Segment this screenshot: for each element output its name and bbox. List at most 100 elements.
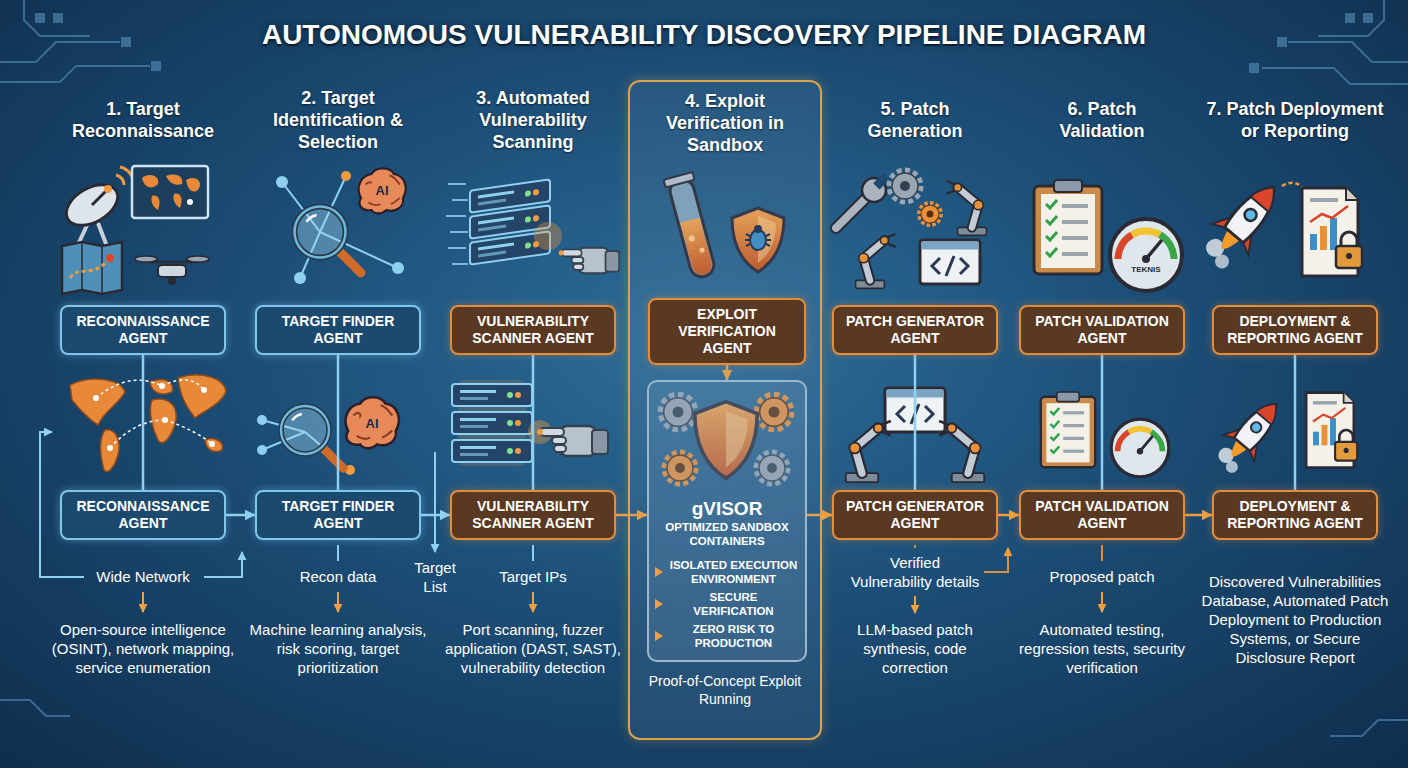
illustration-part [0, 66, 150, 82]
illustration-part [846, 421, 891, 482]
recon-icons [59, 166, 209, 294]
illustration-part [204, 552, 242, 577]
illustration-part [122, 38, 130, 46]
illustration-part [107, 445, 113, 451]
illustration-part [142, 174, 200, 210]
agent-label: RECONNAISSANCE AGENT [68, 498, 218, 532]
world-map [70, 375, 226, 472]
flow-connector [1185, 514, 1212, 517]
feature-text: ISOLATED EXECUTION ENVIRONMENT [668, 558, 799, 586]
illustration-part [178, 375, 226, 418]
illustration-part [914, 596, 916, 613]
bullet-arrow [655, 599, 663, 609]
illustration-part [295, 207, 361, 273]
illustration-part [984, 548, 1008, 572]
illustration-part [1330, 720, 1408, 736]
illustration-part [452, 384, 532, 406]
illustration-part [59, 167, 134, 249]
illustration-part [1110, 219, 1182, 291]
agent-box: RECONNAISSANCE AGENT [60, 490, 226, 540]
agent-label: PATCH VALIDATION AGENT [1027, 313, 1177, 347]
agent-label: RECONNAISSANCE AGENT [68, 313, 218, 347]
illustration-part [1101, 592, 1103, 612]
illustration-part [93, 395, 99, 401]
illustration-part [201, 387, 207, 393]
sandbox-name: gVISOR [692, 497, 763, 520]
illustration-part [294, 272, 306, 284]
flow-note: Recon data [283, 567, 393, 586]
step-heading: 7. Patch Deployment or Reporting [1200, 98, 1390, 142]
illustration-part [856, 234, 896, 288]
illustration-part [341, 171, 351, 181]
illustration-part [1364, 14, 1372, 22]
illustration-part [890, 171, 920, 201]
illustration-part [559, 248, 619, 273]
illustration-part [281, 406, 343, 468]
illustration-part [209, 441, 215, 447]
agent-box: DEPLOYMENT & REPORTING AGENT [1212, 490, 1378, 540]
agent-label: EXPLOIT VERIFICATION AGENT [656, 306, 798, 357]
illustration-part [257, 415, 267, 425]
icon-badge: AI [360, 416, 384, 432]
illustration-part [532, 545, 534, 561]
agent-label: VULNERABILITY SCANNER AGENT [458, 313, 608, 347]
highlight-column: 4. Exploit Verification in SandboxProof-… [628, 80, 822, 740]
step-heading: 1. Target Reconnaissance [48, 98, 238, 142]
illustration-part [282, 176, 398, 278]
feature-text: SECURE VERIFICATION [668, 590, 799, 618]
illustration-part [135, 256, 209, 285]
leader-lines [40, 432, 1102, 613]
illustration-part [434, 452, 436, 552]
bullet-arrow [655, 631, 663, 641]
illustration-part [537, 426, 608, 456]
flow-note: Verified Vulnerability details [850, 553, 980, 591]
column-heading: 4. Exploit Verification in Sandbox [636, 90, 814, 156]
illustration-part [0, 42, 120, 62]
illustration-part [836, 173, 889, 228]
illustration-part [162, 417, 168, 423]
illustration-part [152, 62, 160, 70]
illustration-part [1288, 42, 1408, 62]
diagram-title: AUTONOMOUS VULNERABILITY DISCOVERY PIPEL… [0, 18, 1408, 52]
agent-label: DEPLOYMENT & REPORTING AGENT [1220, 313, 1370, 347]
illustration-part [187, 199, 193, 205]
illustration-part [1193, 172, 1292, 277]
illustration-part [150, 399, 176, 443]
feature-row: ISOLATED EXECUTION ENVIRONMENT [655, 558, 799, 586]
illustration-part [946, 181, 986, 235]
agent-box: EXPLOIT VERIFICATION AGENT [648, 298, 806, 365]
illustration-part [62, 242, 122, 294]
illustration-part [920, 240, 980, 284]
illustration-part [100, 430, 119, 472]
agent-label: PATCH GENERATOR AGENT [840, 313, 990, 347]
flow-connector [1101, 355, 1104, 490]
flow-connector [421, 514, 450, 517]
sandbox-panel: gVISOROPTIMIZED SANDBOX CONTAINERSISOLAT… [647, 380, 807, 662]
illustration-part [54, 14, 62, 22]
illustration-part [132, 166, 208, 218]
flow-connector [914, 355, 917, 490]
agent-box: TARGET FINDER AGENT [255, 305, 421, 355]
illustration-part [159, 383, 165, 389]
illustration-part [1302, 188, 1362, 276]
illustration-part [276, 176, 288, 188]
step-heading: 3. Automated Vulnerability Scanning [440, 87, 626, 153]
bullet-arrow [655, 567, 663, 577]
gauge-label: TEKNIS [1126, 265, 1166, 275]
agent-box: DEPLOYMENT & REPORTING AGENT [1212, 305, 1378, 355]
illustration-part [359, 168, 406, 213]
flow-note: Target IPs [478, 567, 588, 586]
illustration-part [142, 592, 144, 612]
illustration-part [939, 421, 984, 482]
agent-box: TARGET FINDER AGENT [255, 490, 421, 540]
illustration-part [1306, 393, 1357, 468]
illustration-part [1041, 392, 1095, 467]
step-description: Open-source intelligence (OSINT), networ… [51, 620, 235, 677]
flow-note: Wide Network [88, 567, 198, 586]
agent-label: DEPLOYMENT & REPORTING AGENT [1220, 498, 1370, 532]
illustration-part [452, 412, 532, 434]
step-description: Discovered Vulnerabilities Database, Aut… [1200, 572, 1390, 667]
agent-box: RECONNAISSANCE AGENT [60, 305, 226, 355]
icon-badge: AI [370, 183, 394, 199]
